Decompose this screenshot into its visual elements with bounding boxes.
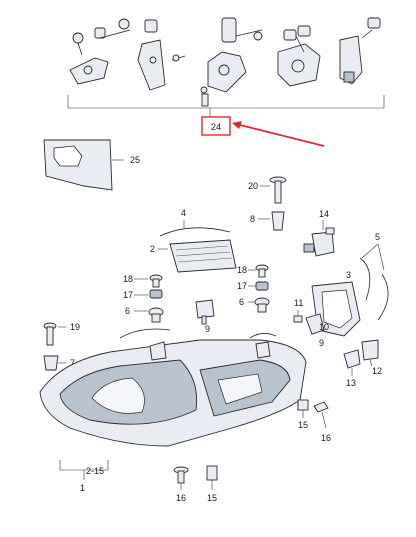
callout-15a-label: 15: [298, 420, 308, 430]
callout-12-label: 12: [372, 366, 382, 376]
screw-20: 20: [248, 176, 287, 204]
callout-9a-label: 9: [205, 324, 210, 334]
callout-16a-label: 16: [321, 433, 331, 443]
clip-15-bottom: 15: [206, 465, 218, 503]
callout-25-label: 25: [130, 155, 140, 165]
clip-15-right: 15: [297, 399, 309, 430]
screw-16-bottom: 16: [173, 466, 189, 503]
callout-6a-label: 6: [125, 306, 130, 316]
callout-1-label: 1: [80, 483, 85, 493]
callout-7-label: 7: [70, 358, 75, 368]
callout-17b-label: 17: [237, 281, 247, 291]
vent-grille-2: 2: [150, 239, 237, 273]
seal-5: 5: [359, 232, 389, 321]
callout-24-highlight[interactable]: 24: [201, 116, 325, 147]
callout-3-label: 3: [346, 270, 351, 280]
callout-4-label: 4: [181, 208, 186, 218]
clip-7: 7: [43, 355, 75, 371]
callout-9b-label: 9: [319, 338, 324, 348]
bracket-right: [339, 17, 381, 85]
callout-13-label: 13: [346, 378, 356, 388]
callout-6b-label: 6: [239, 297, 244, 307]
fasteners-right: 18 17 6: [237, 264, 270, 313]
fasteners-left: 18 17 6: [123, 274, 164, 323]
highlight-arrow: [235, 123, 325, 147]
callout-5-label: 5: [375, 232, 380, 242]
parts-11-10-9: 11 10 9: [293, 298, 329, 348]
clip-8: 8: [250, 211, 285, 231]
cover-panel-25: 25: [43, 139, 140, 191]
headlight-housing-1: [39, 328, 307, 447]
bracket-center: [200, 17, 263, 107]
callout-17a-label: 17: [123, 290, 133, 300]
callout-15b-label: 15: [207, 493, 217, 503]
cap-12: 12: [361, 339, 382, 376]
callout-16b-label: 16: [176, 493, 186, 503]
callout-11-label: 11: [294, 298, 303, 308]
callout-2-15-label: 2-15: [86, 466, 104, 476]
callout-24-label: 24: [211, 122, 221, 132]
callout-10-label: 10: [319, 322, 329, 332]
bracket-mid-left: [137, 19, 186, 91]
cover-cap-3: 3: [311, 270, 361, 337]
screw-19: 19: [43, 322, 80, 346]
callout-8-label: 8: [250, 214, 255, 224]
callout-2-label: 2: [150, 244, 155, 254]
bracket-left: [69, 18, 131, 85]
adjuster-9-left: 9: [195, 299, 215, 334]
assembly-bracket-1: 2-15 1: [59, 460, 109, 493]
callout-20-label: 20: [248, 181, 258, 191]
seal-4: 4: [159, 208, 231, 237]
screw-16-right: 16: [313, 401, 331, 443]
socket-13: 13: [343, 349, 361, 388]
mounting-brackets-group: [67, 17, 385, 117]
callout-18b-label: 18: [237, 265, 247, 275]
bulb-14: 14: [303, 209, 335, 257]
callout-18a-label: 18: [123, 274, 133, 284]
bracket-mid-right: [277, 25, 321, 87]
callout-14-label: 14: [319, 209, 329, 219]
callout-19-label: 19: [70, 322, 80, 332]
